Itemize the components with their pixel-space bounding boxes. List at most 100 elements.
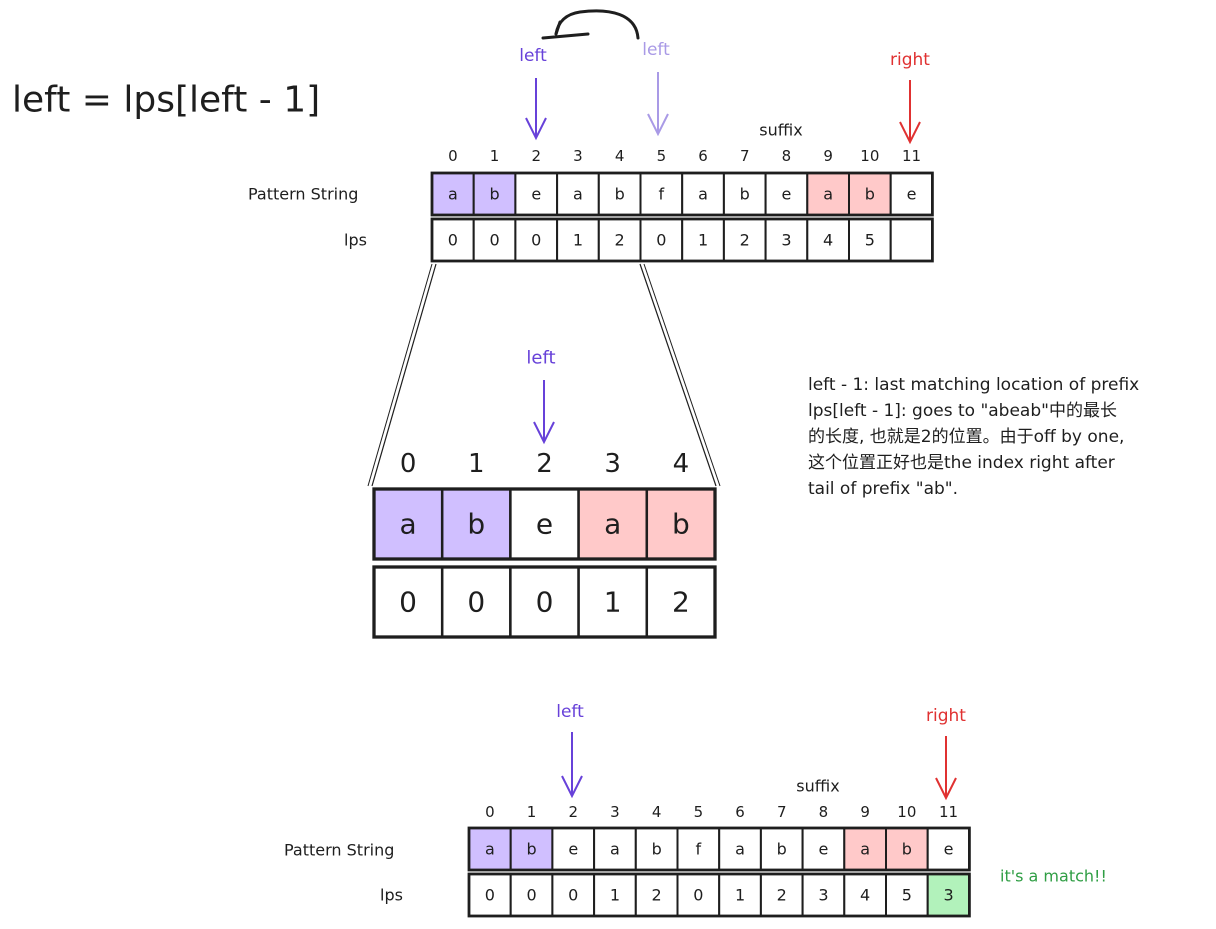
zoom-index-2: 2 <box>536 449 553 479</box>
bottom-index-5: 5 <box>694 803 704 821</box>
note-line-2: 的长度, 也就是2的位置。由于off by one, <box>808 427 1124 447</box>
top-lps-cell-5 <box>639 218 684 262</box>
bottom-index-2: 2 <box>568 803 578 821</box>
bottom-index-0: 0 <box>485 803 495 821</box>
top-pattern-char-11: e <box>907 185 917 204</box>
zoom-left-pointer-arrow <box>533 380 555 445</box>
top-pattern-char-1: b <box>489 185 499 204</box>
top-suffix-label: suffix <box>759 121 802 140</box>
bottom-pattern-char-5: f <box>696 840 702 859</box>
bottom-index-9: 9 <box>860 803 870 821</box>
top-lps-cell-11 <box>889 218 934 262</box>
bottom-lps-cell-5 <box>676 873 721 917</box>
bottom-lps-value-3: 1 <box>610 886 620 905</box>
top-index-8: 8 <box>782 147 792 165</box>
bottom-index-11: 11 <box>939 803 958 821</box>
top-pattern-char-9: a <box>823 185 833 204</box>
bottom-lps-row-border <box>467 872 971 918</box>
top-pattern-char-4: b <box>615 185 625 204</box>
zoom-connector-left-2 <box>367 263 433 487</box>
zoom-connector-right <box>639 263 717 487</box>
zoom-lps-value-4: 2 <box>672 586 690 619</box>
zoom-lps-cell-3 <box>577 565 649 639</box>
bottom-pattern-char-4: b <box>652 840 662 859</box>
bottom-lps-cell-9 <box>843 873 887 917</box>
bottom-lps-value-5: 0 <box>693 886 703 905</box>
note-line-3: 这个位置正好也是the index right after <box>808 453 1115 473</box>
bottom-pattern-cell-10 <box>885 827 929 871</box>
top-pattern-cell-1 <box>472 172 517 216</box>
zoom-lps-cell-2 <box>509 565 580 639</box>
bottom-right-pointer-label: right <box>926 706 966 726</box>
zoom-pattern-row-border <box>372 487 717 561</box>
note-line-1: lps[left - 1]: goes to "abeab"中的最长 <box>808 401 1117 421</box>
bottom-lps-cell-11 <box>926 873 971 917</box>
top-pattern-char-10: b <box>865 185 875 204</box>
curved-arrowhead <box>541 20 590 40</box>
bottom-index-10: 10 <box>897 803 916 821</box>
bottom-pattern-cell-8 <box>801 827 846 871</box>
top-pattern-row-border <box>430 171 934 217</box>
bottom-lps-value-8: 3 <box>818 886 828 905</box>
bottom-index-6: 6 <box>735 803 745 821</box>
top-lps-value-4: 2 <box>615 231 625 250</box>
top-pattern-cell-8 <box>764 172 809 216</box>
top-pattern-char-2: e <box>531 185 541 204</box>
bottom-index-4: 4 <box>652 803 662 821</box>
bottom-pattern-char-10: b <box>902 840 912 859</box>
bottom-lps-value-11: 3 <box>943 886 953 905</box>
bottom-pattern-cell-3 <box>593 827 637 871</box>
zoom-pattern-char-0: a <box>400 508 417 541</box>
top-index-11: 11 <box>902 147 921 165</box>
bottom-lps-value-4: 2 <box>652 886 662 905</box>
match-text: it's a match!! <box>1000 867 1107 886</box>
zoom-lps-value-0: 0 <box>399 586 417 619</box>
top-index-10: 10 <box>860 147 879 165</box>
top-pattern-char-0: a <box>448 185 458 204</box>
zoom-lps-value-2: 0 <box>536 586 554 619</box>
top-row-label-pattern: Pattern String <box>248 185 358 204</box>
note-line-4: tail of prefix "ab". <box>808 479 958 499</box>
zoom-index-4: 4 <box>673 449 690 479</box>
formula-text: left = lps[left - 1] <box>12 80 320 121</box>
bottom-pattern-char-2: e <box>568 840 578 859</box>
top-lps-cell-7 <box>722 218 767 262</box>
zoom-lps-row-border <box>372 565 717 639</box>
top-pattern-char-7: b <box>740 185 750 204</box>
bottom-lps-value-1: 0 <box>526 886 536 905</box>
zoom-left-pointer-label: left <box>526 348 555 369</box>
zoom-pattern-char-1: b <box>467 508 485 541</box>
top-lps-value-6: 1 <box>698 231 708 250</box>
zoom-pattern-char-4: b <box>672 508 690 541</box>
top-lps-cell-8 <box>764 218 809 262</box>
top-index-6: 6 <box>698 147 708 165</box>
bottom-row-label-lps: lps <box>380 886 403 905</box>
top-pattern-cell-0 <box>431 172 475 216</box>
top-right-pointer-label: right <box>890 50 930 70</box>
top-left-pointer-label: left <box>519 46 547 66</box>
top-pattern-char-3: a <box>573 185 583 204</box>
bottom-row-label-pattern: Pattern String <box>284 841 394 860</box>
bottom-pattern-cell-11 <box>926 827 971 871</box>
bottom-pattern-char-8: e <box>819 840 829 859</box>
top-index-4: 4 <box>615 147 625 165</box>
top-left-faded-pointer-label: left <box>642 40 670 60</box>
top-lps-value-0: 0 <box>448 231 458 250</box>
top-pattern-char-5: f <box>659 185 665 204</box>
zoom-pattern-char-3: a <box>604 508 621 541</box>
zoom-index-3: 3 <box>604 449 621 479</box>
zoom-index-0: 0 <box>400 449 417 479</box>
top-index-5: 5 <box>657 147 667 165</box>
bottom-lps-value-7: 2 <box>777 886 787 905</box>
top-index-2: 2 <box>531 147 541 165</box>
bottom-lps-value-6: 1 <box>735 886 745 905</box>
top-index-0: 0 <box>448 147 458 165</box>
top-row-label-lps: lps <box>344 231 367 250</box>
top-lps-value-5: 0 <box>656 231 666 250</box>
zoom-lps-value-3: 1 <box>604 586 622 619</box>
bottom-lps-value-0: 0 <box>485 886 495 905</box>
top-lps-row-border <box>430 217 934 263</box>
